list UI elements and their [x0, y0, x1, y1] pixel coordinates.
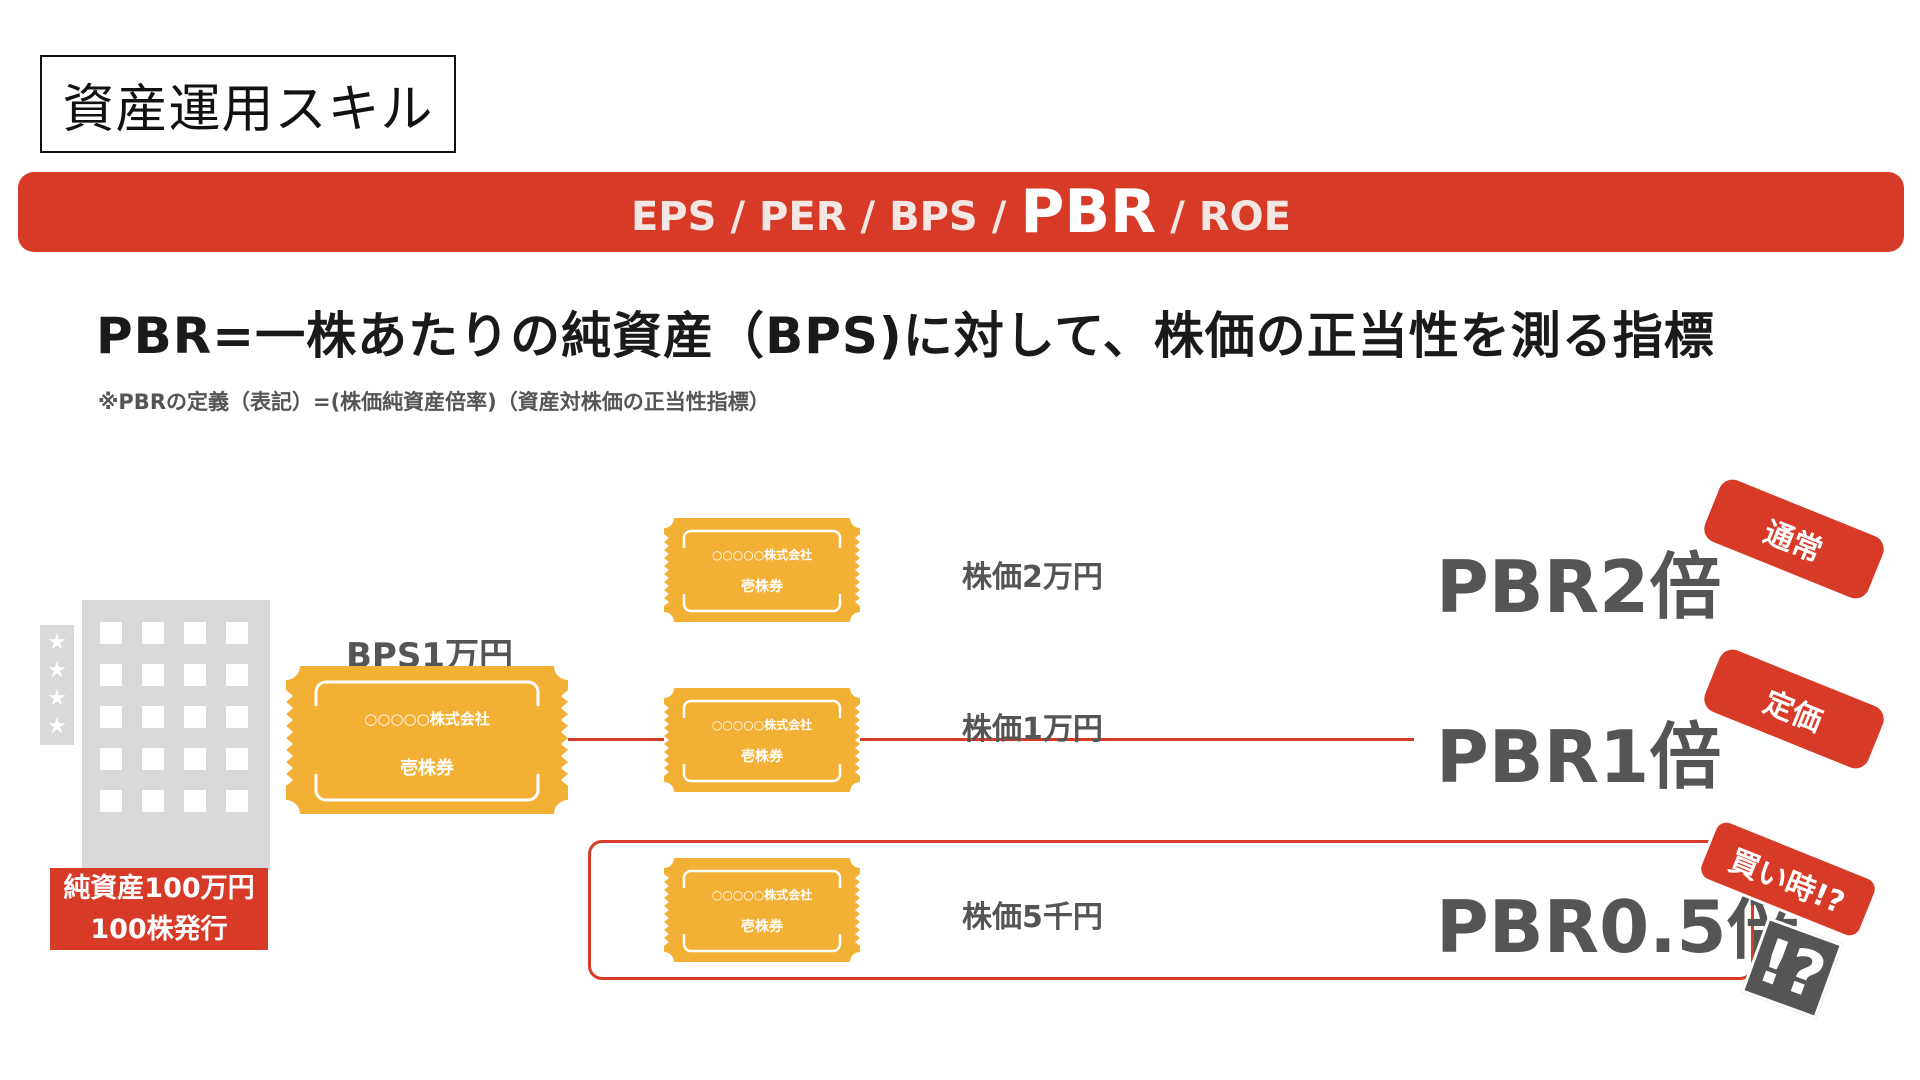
metric-separator: / — [991, 194, 1007, 240]
metric-separator: / — [730, 194, 746, 240]
star-icon: ★ — [47, 686, 67, 711]
footnote: ※PBRの定義（表記）=(株価純資産倍率)（資産対株価の正当性指標） — [98, 390, 770, 414]
tag-fair-price: 定価 — [1700, 645, 1888, 773]
connector-line — [566, 738, 666, 741]
ticket-company: ○○○○○株式会社 — [711, 718, 813, 732]
metric-bps: BPS — [889, 194, 978, 240]
building-icon: ★ ★ ★ ★ — [40, 600, 270, 870]
ticket-name: 壱株券 — [741, 579, 783, 595]
metric-separator: / — [1170, 194, 1185, 240]
share-certificate-small: ○○○○○株式会社 壱株券 — [664, 688, 860, 792]
ticket-name: 壱株券 — [741, 749, 783, 765]
shares-issued: 100株発行 — [90, 914, 228, 945]
metric-roe: ROE — [1198, 194, 1292, 240]
star-icon: ★ — [47, 630, 67, 655]
ticket-company: ○○○○○株式会社 — [364, 710, 490, 728]
metrics-banner: EPS / PER / BPS / PBR / ROE — [18, 172, 1904, 252]
building-body — [82, 600, 270, 870]
share-certificate-small: ○○○○○株式会社 壱株券 — [664, 518, 860, 622]
metric-pbr-active: PBR — [1020, 177, 1157, 247]
metric-separator: / — [860, 194, 876, 240]
share-certificate-large: ○○○○○株式会社 壱株券 — [286, 666, 568, 814]
metric-eps: EPS — [630, 194, 717, 240]
ticket-shape — [664, 518, 860, 622]
tag-normal: 通常 — [1700, 475, 1888, 603]
building-star-column — [40, 625, 74, 745]
pbr-value-row3: PBR0.5倍 — [1436, 885, 1799, 969]
pbr-value-row1: PBR2倍 — [1436, 545, 1722, 629]
price-label-row1: 株価2万円 — [962, 560, 1103, 595]
ticket-company: ○○○○○株式会社 — [711, 548, 813, 562]
connector-line — [860, 738, 1414, 741]
page-title: 資産運用スキル — [40, 55, 456, 153]
ticket-shape — [664, 858, 860, 962]
star-icon: ★ — [47, 658, 67, 683]
ticket-company: ○○○○○株式会社 — [711, 888, 813, 902]
headline: PBR=一株あたりの純資産（BPS)に対して、株価の正当性を測る指標 — [96, 307, 1715, 365]
star-icon: ★ — [47, 714, 67, 739]
bargain-highlight-box — [588, 840, 1754, 980]
ticket-name: 壱株券 — [400, 758, 454, 779]
share-certificate-small: ○○○○○株式会社 壱株券 — [664, 858, 860, 962]
ticket-shape — [286, 666, 568, 814]
price-label-row3: 株価5千円 — [962, 900, 1103, 935]
price-label-row2: 株価1万円 — [962, 712, 1103, 747]
net-assets-amount: 純資産100万円 — [63, 873, 255, 904]
metric-per: PER — [759, 194, 847, 240]
net-assets-label: 純資産100万円 100株発行 — [50, 868, 268, 950]
pbr-value-row2: PBR1倍 — [1436, 715, 1722, 799]
ticket-name: 壱株券 — [741, 919, 783, 935]
ticket-shape — [664, 688, 860, 792]
